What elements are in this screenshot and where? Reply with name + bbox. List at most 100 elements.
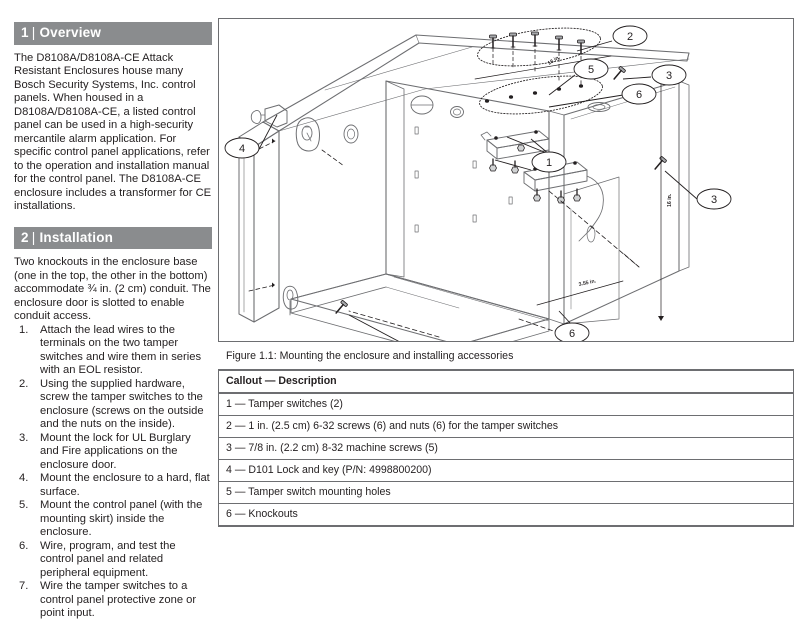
exploded-guide-lines bbox=[348, 190, 640, 341]
callout-bubble-outline bbox=[651, 64, 687, 86]
step-text: Mount the lock for UL Burglary and Fire … bbox=[40, 431, 191, 471]
callout-bubble-4: 4 bbox=[224, 137, 260, 159]
enclosure-base bbox=[290, 80, 565, 341]
assembly-nuts bbox=[489, 144, 581, 204]
machine-screw-lower-left bbox=[335, 300, 348, 314]
callout-bubble-6b: 6 bbox=[554, 322, 590, 341]
callout-bubble-outline bbox=[612, 25, 648, 47]
callout-bubble-outline bbox=[224, 137, 260, 159]
callout-bubble-5: 5 bbox=[573, 58, 609, 80]
installation-step: 8.Close the enclosure door. bbox=[14, 621, 212, 622]
callout-bubble-label: 2 bbox=[627, 31, 633, 43]
mounting-hole-ellipse-upper bbox=[477, 27, 601, 67]
enclosure-assembly-drawing: 253614363 16 in.16 in.3.55 in. bbox=[224, 25, 732, 341]
callout-bubble-label: 4 bbox=[239, 143, 245, 155]
step-number: 5. bbox=[19, 499, 29, 512]
callout-bubble-outline bbox=[621, 83, 657, 105]
step-text: Mount the control panel (with the mounti… bbox=[40, 499, 203, 539]
callout-bubble-label: 6 bbox=[569, 328, 575, 340]
knockout-slots bbox=[414, 126, 513, 233]
step-number: 7. bbox=[19, 580, 29, 593]
installation-step: 7. Wire the tamper switches to a control … bbox=[14, 580, 212, 621]
callout-bubble-outline bbox=[573, 58, 609, 80]
step-text: Wire, program, and test the control pane… bbox=[40, 539, 176, 579]
callout-bubble-2: 2 bbox=[612, 25, 648, 47]
installation-step: 4. Mount the enclosure to a hard, flat su… bbox=[14, 472, 212, 499]
machine-screw-mid-right bbox=[654, 156, 667, 170]
callout-bubble-outline bbox=[531, 151, 567, 173]
table-row: 4 — D101 Lock and key (P/N: 4998800200) bbox=[218, 459, 794, 482]
lock-strike-lower bbox=[282, 285, 299, 316]
installation-step: 6. Wire, program, and test the control pa… bbox=[14, 540, 212, 581]
callout-bubble-1: 1 bbox=[531, 151, 567, 173]
table-row: 6 — Knockouts bbox=[218, 503, 794, 527]
figure-frame: 253614363 16 in.16 in.3.55 in. bbox=[218, 18, 794, 342]
callout-bubble-label: 5 bbox=[588, 64, 594, 76]
section-title: Overview bbox=[39, 25, 102, 40]
callout-bubble-label: 3 bbox=[666, 70, 672, 82]
callout-bubble-3a: 3 bbox=[651, 64, 687, 86]
table-row: 1 — Tamper switches (2) bbox=[218, 392, 794, 416]
table-row: 2 — 1 in. (2.5 cm) 6-32 screws (6) and n… bbox=[218, 415, 794, 438]
lock-assembly-guides bbox=[246, 138, 345, 292]
callout-description-cell: 1 — Tamper switches (2) bbox=[218, 392, 794, 416]
callout-bubble-label: 6 bbox=[636, 89, 642, 101]
step-text: Wire the tamper switches to a control pa… bbox=[40, 580, 197, 620]
assembly-screws-top bbox=[489, 31, 585, 86]
overview-paragraph: The D8108A/D8108A-CE Attack Resistant En… bbox=[14, 51, 212, 213]
figure-caption: Figure 1.1: Mounting the enclosure and i… bbox=[226, 350, 514, 362]
section-header-installation: 2|Installation bbox=[14, 226, 212, 250]
mounting-hole-ellipse-lower bbox=[479, 75, 603, 115]
installation-steps-list: 1. Attach the lead wires to the terminals… bbox=[14, 324, 212, 622]
dimension-label: 16 in. bbox=[667, 193, 673, 207]
callout-description-cell: 6 — Knockouts bbox=[218, 503, 794, 527]
step-text: Close the enclosure door. bbox=[40, 621, 167, 622]
table-header-row: Callout — Description bbox=[218, 369, 794, 394]
callout-bubble-outline bbox=[554, 322, 590, 341]
callout-description-cell: 4 — D101 Lock and key (P/N: 4998800200) bbox=[218, 459, 794, 482]
back-panel-knockouts bbox=[343, 95, 464, 144]
step-number: 4. bbox=[19, 472, 29, 485]
installation-step: 3.Mount the lock for UL Burglary and Fir… bbox=[14, 432, 212, 473]
tamper-switch-upper bbox=[480, 130, 550, 160]
installation-step: 5. Mount the control panel (with the moun… bbox=[14, 499, 212, 540]
callout-description-cell: 2 — 1 in. (2.5 cm) 6-32 screws (6) and n… bbox=[218, 415, 794, 438]
callout-bubble-outline bbox=[696, 188, 732, 210]
left-text-column: 1|Overview The D8108A/D8108A-CE Attack R… bbox=[14, 22, 212, 622]
callout-description-cell: 5 — Tamper switch mounting holes bbox=[218, 481, 794, 504]
step-text: Mount the enclosure to a hard, flat surf… bbox=[40, 472, 210, 498]
dimension-label: 3.55 in. bbox=[578, 278, 597, 288]
lock-and-key-assembly bbox=[250, 104, 320, 152]
callout-description-cell: 3 — 7/8 in. (2.2 cm) 8-32 machine screws… bbox=[218, 437, 794, 460]
step-text: Using the supplied hardware, screw the t… bbox=[40, 377, 204, 431]
callout-bubble-6a: 6 bbox=[621, 83, 657, 105]
installation-step: 1. Attach the lead wires to the terminals… bbox=[14, 324, 212, 378]
step-number: 2. bbox=[19, 377, 29, 390]
section-header-overview: 1|Overview bbox=[14, 22, 212, 45]
callout-bubble-label: 1 bbox=[546, 157, 552, 169]
spacer bbox=[14, 214, 212, 227]
step-number: 6. bbox=[19, 539, 29, 552]
installation-step: 2. Using the supplied hardware, screw the… bbox=[14, 378, 212, 432]
callout-description-table: Callout — Description 1 — Tamper switche… bbox=[218, 369, 794, 527]
callout-bubbles: 253614363 bbox=[224, 25, 732, 341]
section-number: 1 bbox=[21, 25, 29, 40]
right-figure-column: 253614363 16 in.16 in.3.55 in. Figure 1.… bbox=[218, 18, 794, 527]
section-number: 2 bbox=[21, 229, 29, 245]
step-text: Attach the lead wires to the terminals o… bbox=[40, 323, 202, 377]
machine-screw-upper-right bbox=[613, 66, 626, 80]
enclosure-door bbox=[238, 34, 690, 323]
section-separator: | bbox=[31, 229, 36, 245]
table-row: 5 — Tamper switch mounting holes bbox=[218, 481, 794, 504]
installation-paragraph: Two knockouts in the enclosure base (one… bbox=[14, 256, 211, 323]
callout-bubble-label: 3 bbox=[711, 194, 717, 206]
section-separator: | bbox=[31, 25, 36, 40]
step-number: 8. bbox=[19, 621, 37, 622]
callout-bubble-3b: 3 bbox=[696, 188, 732, 210]
step-number: 1. bbox=[19, 323, 29, 336]
table-header-cell: Callout — Description bbox=[218, 369, 794, 394]
table-row: 3 — 7/8 in. (2.2 cm) 8-32 machine screws… bbox=[218, 437, 794, 460]
mounting-holes-dots bbox=[484, 84, 584, 103]
section-title: Installation bbox=[39, 229, 114, 245]
